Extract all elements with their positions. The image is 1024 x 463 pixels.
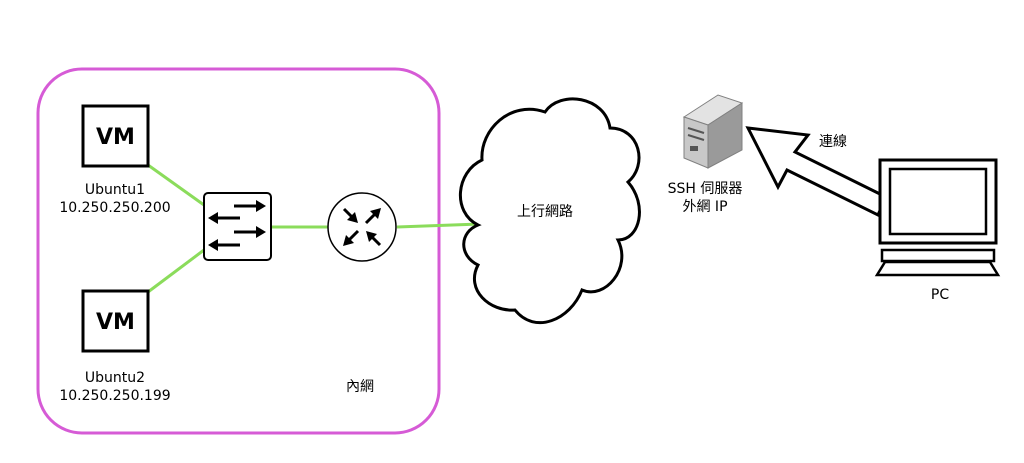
router-icon — [327, 192, 397, 262]
server-label-line2: 外網 IP — [682, 199, 728, 215]
vm2-icon: VM — [81, 289, 150, 353]
link-vm1-switch — [147, 163, 205, 207]
vm1-name-label: Ubuntu1 — [84, 182, 146, 198]
switch-icon — [203, 192, 272, 261]
pc-label: PC — [930, 287, 950, 303]
vm1-ip-label: 10.250.250.200 — [59, 200, 171, 216]
server-label-line1: SSH 伺服器 — [667, 181, 743, 197]
vm2-name-label: Ubuntu2 — [84, 370, 146, 386]
vm2-ip-label: 10.250.250.199 — [59, 388, 171, 404]
internal-network-label: 內網 — [346, 379, 374, 395]
vm1-icon-text: VM — [96, 125, 135, 150]
link-router-cloud — [396, 222, 481, 229]
vm2-icon-text: VM — [96, 310, 135, 335]
cloud-icon — [459, 97, 641, 325]
connection-label: 連線 — [819, 134, 847, 150]
cloud-label: 上行網路 — [517, 204, 573, 220]
link-vm2-switch — [147, 248, 205, 294]
server-icon — [682, 94, 744, 169]
vm1-icon: VM — [81, 104, 150, 168]
internal-network-boundary — [36, 67, 441, 435]
pc-icon — [874, 158, 1001, 277]
